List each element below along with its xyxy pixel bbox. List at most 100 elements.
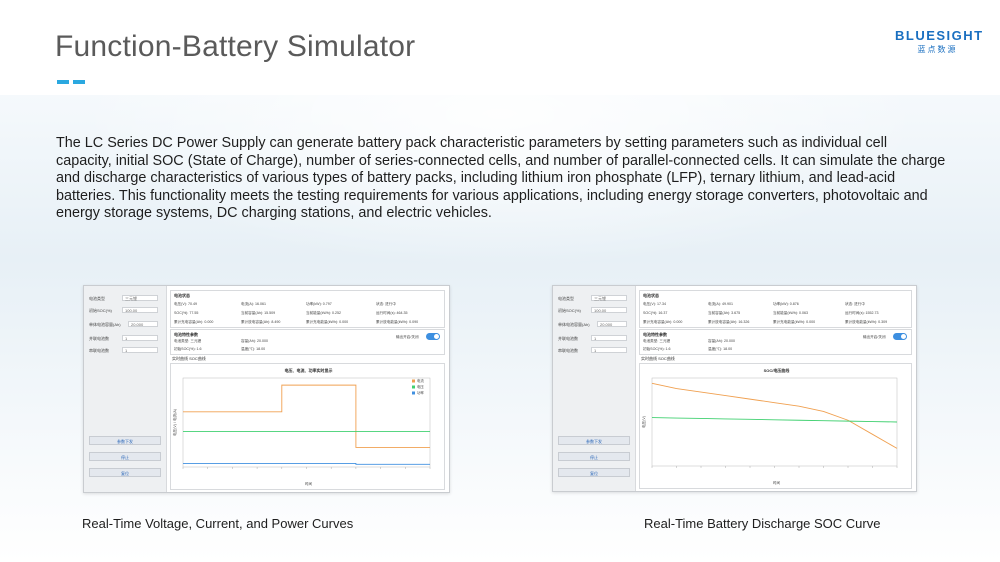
reset-button[interactable]: 复位 xyxy=(558,468,630,477)
panel-title: 电池状态 xyxy=(174,293,190,298)
status-value: 累计放电能量(kWh): 0.090 xyxy=(376,320,419,324)
battery-params-panel: 电池特性参数 电池类型: 三元锂 容量(Ah): 20.000 初始SOC(%)… xyxy=(639,329,912,355)
y-axis-label: 电压(V) / 电流(A) xyxy=(172,409,177,436)
output-toggle-label: 输出开启/关闭 xyxy=(863,335,886,339)
battery-params-panel: 电池特性参数 电池类型: 三元锂 容量(Ah): 20.000 初始SOC(%)… xyxy=(170,329,445,355)
series-line-0 xyxy=(183,384,430,448)
realtime-chart: 电压、电流、功率实时显示时间 电压(V) / 电流(A) 电流电压功率 xyxy=(170,363,445,490)
output-toggle[interactable] xyxy=(893,333,907,340)
sidebar-value-field[interactable]: 100.00 xyxy=(122,307,158,313)
description-paragraph: The LC Series DC Power Supply can genera… xyxy=(56,135,946,222)
logo-sub-text: 蓝点数源 xyxy=(917,45,958,54)
status-value: 累计充电能量(kWh): 0.000 xyxy=(306,320,349,324)
sidebar-value-field[interactable]: 1 xyxy=(122,335,158,341)
reset-button[interactable]: 复位 xyxy=(89,468,161,477)
x-axis-label: 时间 xyxy=(305,481,313,486)
panel-title: 电池状态 xyxy=(643,293,659,298)
sidebar-value-field[interactable]: 20.000 xyxy=(597,321,627,327)
legend-label: 功率 xyxy=(417,390,424,395)
sidebar-label: 初始SOC(%) xyxy=(558,308,581,313)
output-toggle[interactable] xyxy=(426,333,440,340)
parameter-sidebar: 电池类型 三元锂 初始SOC(%) 100.00 单体电池容量(Ah) 20.0… xyxy=(553,286,636,491)
sidebar-value-field[interactable]: 三元锂 xyxy=(122,295,158,301)
logo-brand-text: BLUESIGHT xyxy=(895,28,984,43)
battery-status-panel: 电池状态 电压(V): 17.34 电流(A): 49.901 功率(kW): … xyxy=(639,290,912,328)
parameter-sidebar: 电池类型 三元锂 初始SOC(%) 100.00 单体电池容量(Ah) 20.0… xyxy=(84,286,167,492)
status-value: 当前容量(Ah): 3.675 xyxy=(708,311,741,315)
sidebar-label: 并联电池数 xyxy=(89,336,109,341)
status-value: 当前容量(Ah): 15.509 xyxy=(241,311,276,315)
stop-button[interactable]: 停止 xyxy=(558,452,630,461)
status-value: 状态: 进行中 xyxy=(845,302,865,306)
plot-area xyxy=(651,377,898,467)
chart-tabs[interactable]: 实时曲线 SOC曲线 xyxy=(641,356,675,361)
sidebar-value-field[interactable]: 三元锂 xyxy=(591,295,627,301)
legend-label: 电流 xyxy=(417,378,424,383)
screenshot-soc-curve: 电池类型 三元锂 初始SOC(%) 100.00 单体电池容量(Ah) 20.0… xyxy=(552,285,917,492)
param-value: 电池类型: 三元锂 xyxy=(174,339,202,343)
status-value: 电流(A): 16.061 xyxy=(241,302,266,306)
legend-swatch xyxy=(412,379,415,383)
sidebar-value-field[interactable]: 1 xyxy=(591,335,627,341)
status-value: 累计放电容量(Ah): 8.490 xyxy=(241,320,281,324)
sidebar-value-field[interactable]: 1 xyxy=(591,347,627,353)
param-value: 温度(℃): 18.00 xyxy=(708,347,733,351)
status-value: SOC(%): 16.37 xyxy=(643,311,668,315)
param-value: 温度(℃): 18.00 xyxy=(241,347,266,351)
battery-status-panel: 电池状态 电压(V): 70.49 电流(A): 16.061 功率(kW): … xyxy=(170,290,445,328)
sidebar-label: 单体电池容量(Ah) xyxy=(558,322,590,327)
output-toggle-label: 输出开启/关闭 xyxy=(396,335,419,339)
sidebar-value-field[interactable]: 100.00 xyxy=(591,307,627,313)
x-axis-label: 时间 xyxy=(773,480,781,485)
sidebar-value-field[interactable]: 20.000 xyxy=(128,321,158,327)
page-background-glow xyxy=(0,95,1000,295)
plot-area xyxy=(182,377,431,468)
legend-swatch xyxy=(412,391,415,395)
chart-tabs[interactable]: 实时曲线 SOC曲线 xyxy=(172,356,206,361)
y-axis-label: 电压(V) xyxy=(641,416,646,428)
status-value: 累计充电能量(kWh): 0.000 xyxy=(773,320,816,324)
status-value: 累计充电容量(Ah): 0.000 xyxy=(643,320,683,324)
sidebar-label: 单体电池容量(Ah) xyxy=(89,322,121,327)
panel-title: 电池特性参数 xyxy=(174,332,198,337)
param-value: 容量(Ah): 20.000 xyxy=(708,339,735,343)
sidebar-value-field[interactable]: 1 xyxy=(122,347,158,353)
sidebar-label: 电池类型 xyxy=(558,296,574,301)
send-params-button[interactable]: 参数下发 xyxy=(558,436,630,445)
stop-button[interactable]: 停止 xyxy=(89,452,161,461)
page-title: Function-Battery Simulator xyxy=(55,30,416,63)
status-value: 状态: 进行中 xyxy=(376,302,396,306)
sidebar-label: 电池类型 xyxy=(89,296,105,301)
status-value: 当前能量(kWh): 0.063 xyxy=(773,311,808,315)
chart-title: 电压、电流、功率实时显示 xyxy=(285,367,333,373)
legend-swatch xyxy=(412,385,415,389)
status-value: 当前能量(kWh): 0.252 xyxy=(306,311,341,315)
status-value: 电压(V): 17.34 xyxy=(643,302,666,306)
caption-right: Real-Time Battery Discharge SOC Curve xyxy=(644,516,881,531)
status-value: 电流(A): 49.901 xyxy=(708,302,733,306)
status-value: 功率(kW): 0.876 xyxy=(773,302,799,306)
brand-logo: BLUESIGHT 蓝点数源 xyxy=(895,28,984,55)
status-value: 电压(V): 70.49 xyxy=(174,302,197,306)
status-value: SOC(%): 77.55 xyxy=(174,311,199,315)
param-value: 初始SOC(%): 1.6 xyxy=(643,347,671,351)
status-value: 功率(kW): 0.797 xyxy=(306,302,332,306)
panel-title: 电池特性参数 xyxy=(643,332,667,337)
series-line-1 xyxy=(651,417,898,423)
soc-chart: SOC/电压曲线时间 电压(V) xyxy=(639,363,912,489)
series-line-0 xyxy=(651,382,898,449)
sidebar-label: 初始SOC(%) xyxy=(89,308,112,313)
param-value: 初始SOC(%): 1.6 xyxy=(174,347,202,351)
legend-label: 电压 xyxy=(417,384,424,389)
sidebar-label: 并联电池数 xyxy=(558,336,578,341)
sidebar-label: 串联电池数 xyxy=(89,348,109,353)
chart-title: SOC/电压曲线 xyxy=(764,367,790,373)
title-accent-dash xyxy=(73,80,85,84)
param-value: 电池类型: 三元锂 xyxy=(643,339,671,343)
status-value: 运行时间(s): 464.35 xyxy=(376,311,408,315)
screenshot-voltage-current-power: 电池类型 三元锂 初始SOC(%) 100.00 单体电池容量(Ah) 20.0… xyxy=(83,285,450,493)
send-params-button[interactable]: 参数下发 xyxy=(89,436,161,445)
sidebar-label: 串联电池数 xyxy=(558,348,578,353)
